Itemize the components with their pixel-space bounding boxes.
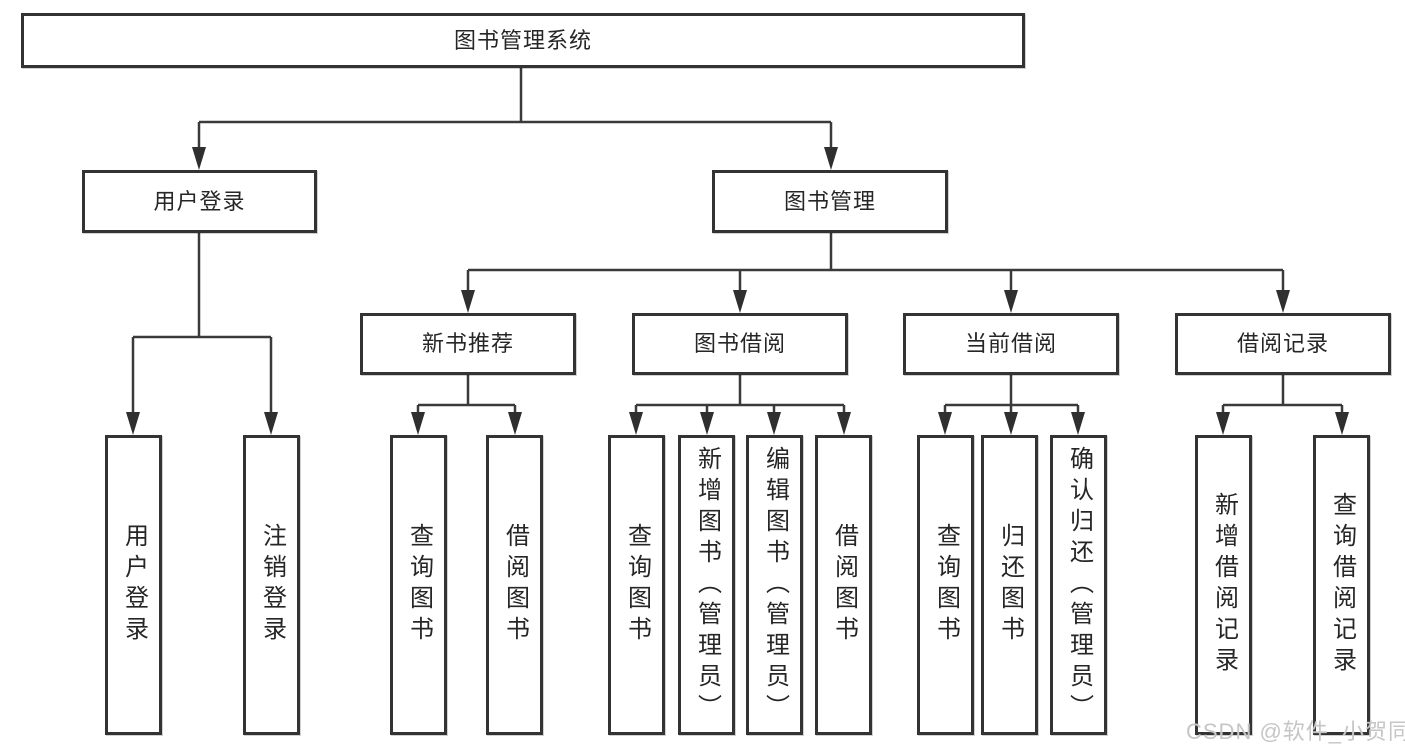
leaf-br-add-record: 新增借阅记录 [1195,435,1252,735]
leaf-bb-query-book: 查询图书 [608,435,665,735]
node-current-borrow: 当前借阅 [903,313,1119,375]
leaf-logout-login: 注销登录 [243,435,300,735]
csdn-watermark: CSDN @软件_小贺同学 [1186,719,1405,744]
leaf-cb-return-book: 归还图书 [981,435,1038,735]
node-root: 图书管理系统 [21,13,1025,68]
node-book-borrow: 图书借阅 [632,313,848,375]
leaf-br-query-record: 查询借阅记录 [1313,435,1370,735]
leaf-bb-borrow-book: 借阅图书 [815,435,872,735]
leaf-cb-query-book: 查询图书 [917,435,974,735]
leaf-nb-query-book: 查询图书 [390,435,447,735]
leaf-nb-borrow-book: 借阅图书 [486,435,543,735]
node-borrow-records: 借阅记录 [1175,313,1391,375]
node-user-login: 用户登录 [82,170,317,233]
leaf-bb-add-book-admin: 新增图书（管理员） [678,435,735,735]
node-new-book-recommend: 新书推荐 [360,313,576,375]
leaf-cb-confirm-return-admin: 确认归还（管理员） [1050,435,1107,735]
node-book-management: 图书管理 [712,170,948,233]
leaf-bb-edit-book-admin: 编辑图书（管理员） [746,435,803,735]
leaf-user-login: 用户登录 [105,435,162,735]
